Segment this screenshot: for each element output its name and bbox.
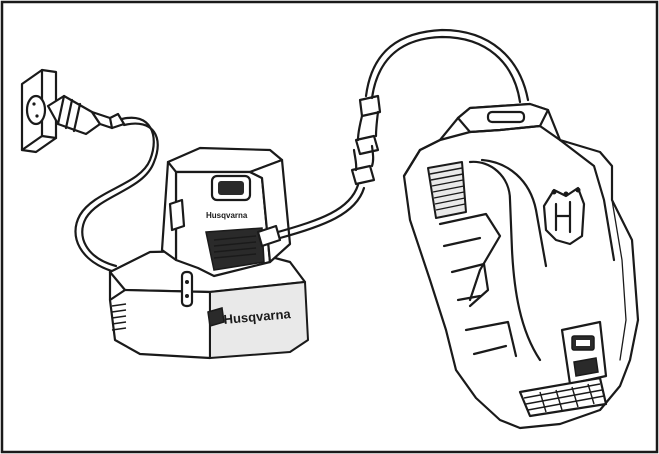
backpack-icon bbox=[402, 102, 640, 430]
battery-icon: Husqvarna bbox=[160, 146, 292, 278]
charger-brand-label: Husqvarna bbox=[223, 306, 292, 327]
connection-cable bbox=[276, 28, 530, 240]
battery-brand-label: Husqvarna bbox=[206, 211, 248, 220]
crown-logo-icon bbox=[542, 186, 586, 246]
plug-icon bbox=[46, 94, 126, 136]
wall-outlet-icon bbox=[20, 68, 58, 154]
